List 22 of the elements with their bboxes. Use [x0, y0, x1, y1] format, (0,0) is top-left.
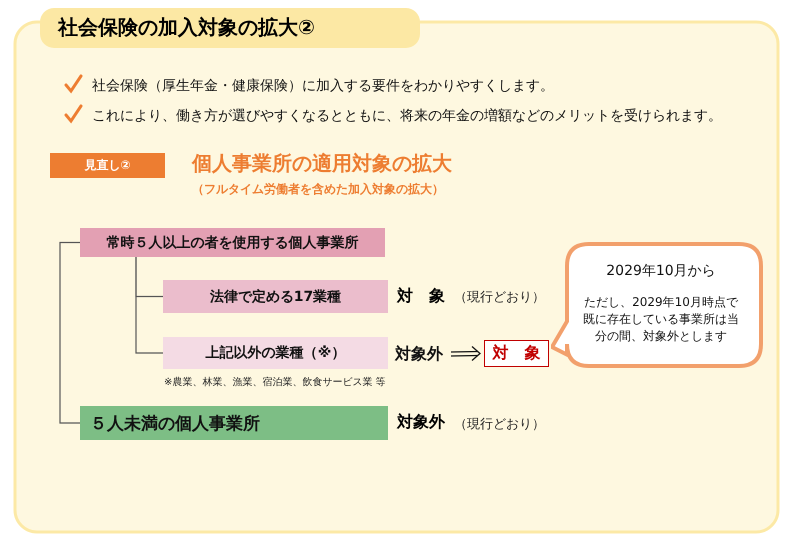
subheading: 個人事業所の適用対象の拡大: [192, 150, 452, 177]
note-text: （現行どおり）: [454, 416, 545, 433]
connector: [450, 346, 481, 361]
category-box: 法律で定める17業種: [163, 280, 388, 313]
subheading-note: （フルタイム労働者を含めた加入対象の拡大）: [192, 181, 444, 198]
heading-text: 2029年10月から: [605, 262, 717, 280]
status-text: 対象外: [397, 412, 445, 433]
category-box: ５人未満の個人事業所: [80, 406, 388, 440]
status-text: 対象外: [395, 342, 449, 366]
status-box: 対 象: [484, 340, 549, 367]
tag-label: 見直し②: [50, 153, 165, 178]
connector: [59, 242, 80, 424]
note-text: ただし、2029年10月時点で既に存在している事業所は当分の間、対象外とします: [582, 294, 740, 345]
category-box: 常時５人以上の者を使用する個人事業所: [80, 228, 385, 257]
bullet-text: これにより、働き方が選びやすくなるとともに、将来の年金の増額などのメリットを受けられます。: [92, 107, 722, 125]
footnote: ※農業、林業、漁業、宿泊業、飲食サービス業 等: [164, 376, 386, 389]
status-text: 対 象: [397, 286, 445, 306]
title: 社会保険の加入対象の拡大②: [58, 14, 315, 41]
category-box: 上記以外の業種（※）: [163, 337, 388, 369]
connector: [135, 257, 163, 354]
bullet-text: 社会保険（厚生年金・健康保険）に加入する要件をわかりやすくします。: [92, 77, 554, 95]
note-text: （現行どおり）: [454, 289, 545, 306]
